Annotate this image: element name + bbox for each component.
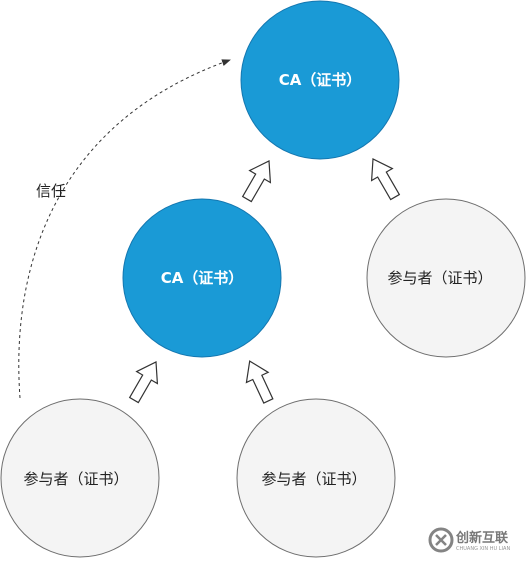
participant-bottom-left-label: 参与者（证书）: [23, 470, 128, 488]
watermark-subtext: CHUANG XIN HU LIAN: [456, 546, 510, 552]
root-ca-node: CA（证书）: [240, 0, 400, 160]
arrow-root-to-participant: [370, 158, 401, 201]
intermediate-ca-label: CA（证书）: [161, 269, 244, 287]
arrow-intermediate-to-left: [128, 361, 159, 404]
participant-node-bottom-right: 参与者（证书）: [236, 398, 396, 558]
root-ca-label: CA（证书）: [279, 71, 362, 89]
watermark: 创新互联 CHUANG XIN HU LIAN: [424, 517, 524, 557]
watermark-text: 创新互联: [455, 530, 508, 546]
participant-node-bottom-left: 参与者（证书）: [0, 398, 160, 558]
participant-bottom-right-label: 参与者（证书）: [261, 470, 366, 488]
participant-node-top: 参与者（证书）: [366, 198, 526, 358]
trust-dashed-arrow: [18, 59, 231, 399]
participant-top-label: 参与者（证书）: [387, 269, 492, 287]
intermediate-ca-node: CA（证书）: [122, 198, 282, 358]
trust-label: 信任: [36, 182, 66, 200]
arrow-root-to-intermediate: [241, 160, 272, 203]
watermark-logo-icon: [428, 527, 454, 553]
arrow-intermediate-to-right: [245, 360, 274, 404]
